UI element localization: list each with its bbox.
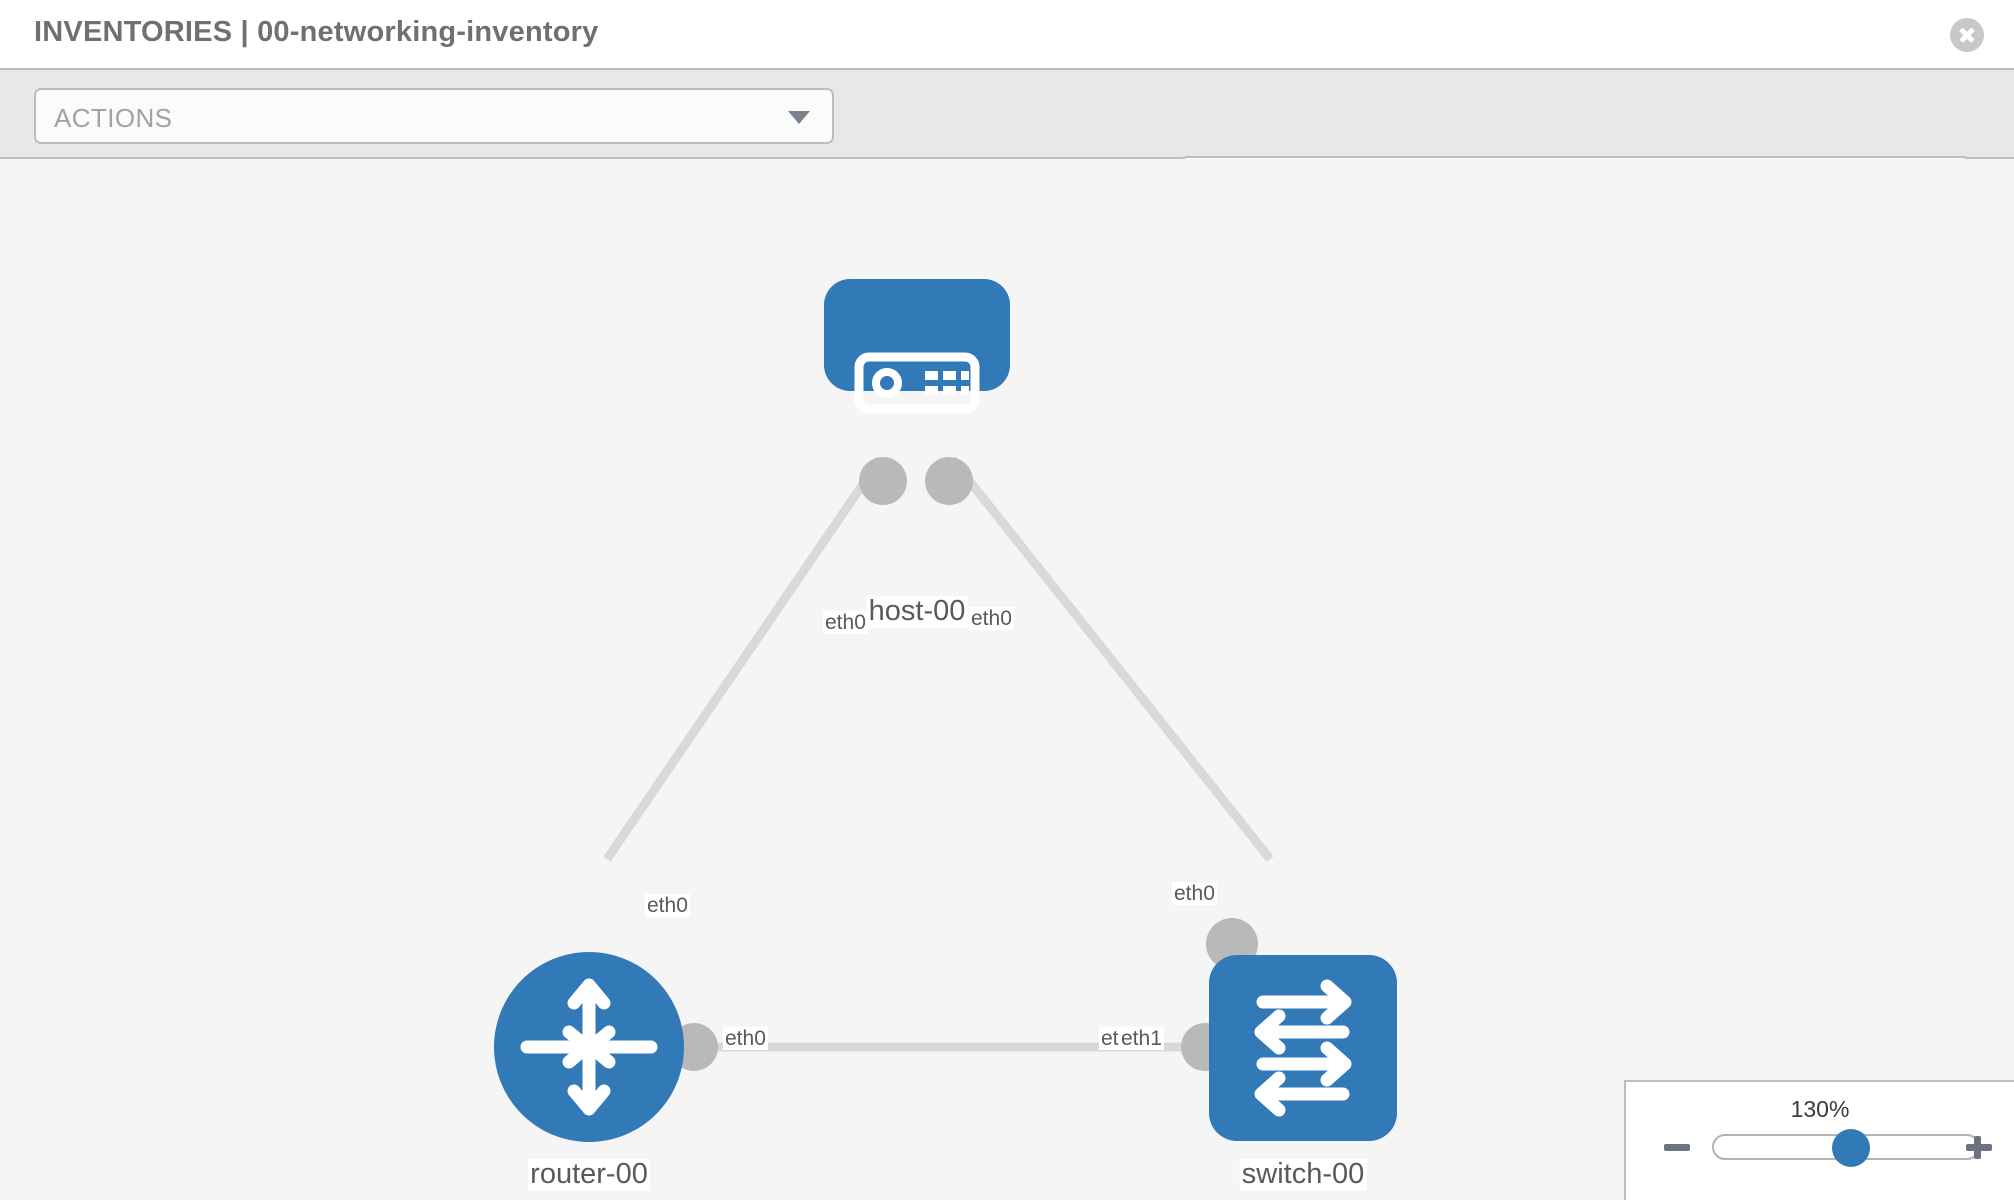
page-title: INVENTORIES | 00-networking-inventory xyxy=(34,16,599,48)
page-header: INVENTORIES | 00-networking-inventory xyxy=(0,0,2014,68)
node-label-switch-00: switch-00 xyxy=(1239,1158,1367,1191)
topology-sockets xyxy=(670,457,1258,1071)
node-switch-00[interactable] xyxy=(1209,955,1397,1141)
topology-links xyxy=(603,456,1274,1052)
socket-host00-right[interactable] xyxy=(925,457,973,505)
link-host00-router00[interactable] xyxy=(603,456,884,862)
toolbar: ACTIONS SEARCH xyxy=(0,68,2014,212)
iface-label-switch00-eth0-uplink: eth0 xyxy=(1172,882,1217,906)
iface-label-host00-eth0-right: eth0 xyxy=(969,607,1014,631)
iface-label-router00-eth0: eth0 xyxy=(723,1027,768,1051)
node-label-router-00: router-00 xyxy=(528,1158,650,1191)
actions-dropdown-label: ACTIONS xyxy=(54,103,173,133)
iface-label-router00-eth0-uplink: eth0 xyxy=(645,894,690,918)
link-host00-switch00[interactable] xyxy=(948,456,1274,862)
close-icon[interactable] xyxy=(1950,18,1984,52)
node-host-00[interactable] xyxy=(824,279,1010,409)
zoom-slider-thumb[interactable] xyxy=(1832,1129,1871,1167)
node-label-host-00: host-00 xyxy=(866,595,968,628)
iface-label-switch00-eth1: eth1 xyxy=(1119,1027,1164,1051)
iface-label-host00-eth0-left: eth0 xyxy=(823,611,868,635)
zoom-control-panel: 130% xyxy=(1624,1080,2014,1200)
zoom-out-button[interactable] xyxy=(1662,1132,1692,1162)
actions-dropdown[interactable]: ACTIONS xyxy=(34,88,834,144)
topology-canvas[interactable]: host-00 router-00 switch-00 eth0 eth0 et… xyxy=(0,159,2014,1200)
zoom-slider[interactable] xyxy=(1712,1129,1980,1167)
chevron-down-icon xyxy=(788,111,810,124)
zoom-level-label: 130% xyxy=(1790,1096,1850,1122)
socket-host00-left[interactable] xyxy=(859,457,907,505)
topology-graph xyxy=(494,279,1397,1142)
node-router-00[interactable] xyxy=(494,952,684,1142)
zoom-in-button[interactable] xyxy=(1964,1132,1994,1162)
